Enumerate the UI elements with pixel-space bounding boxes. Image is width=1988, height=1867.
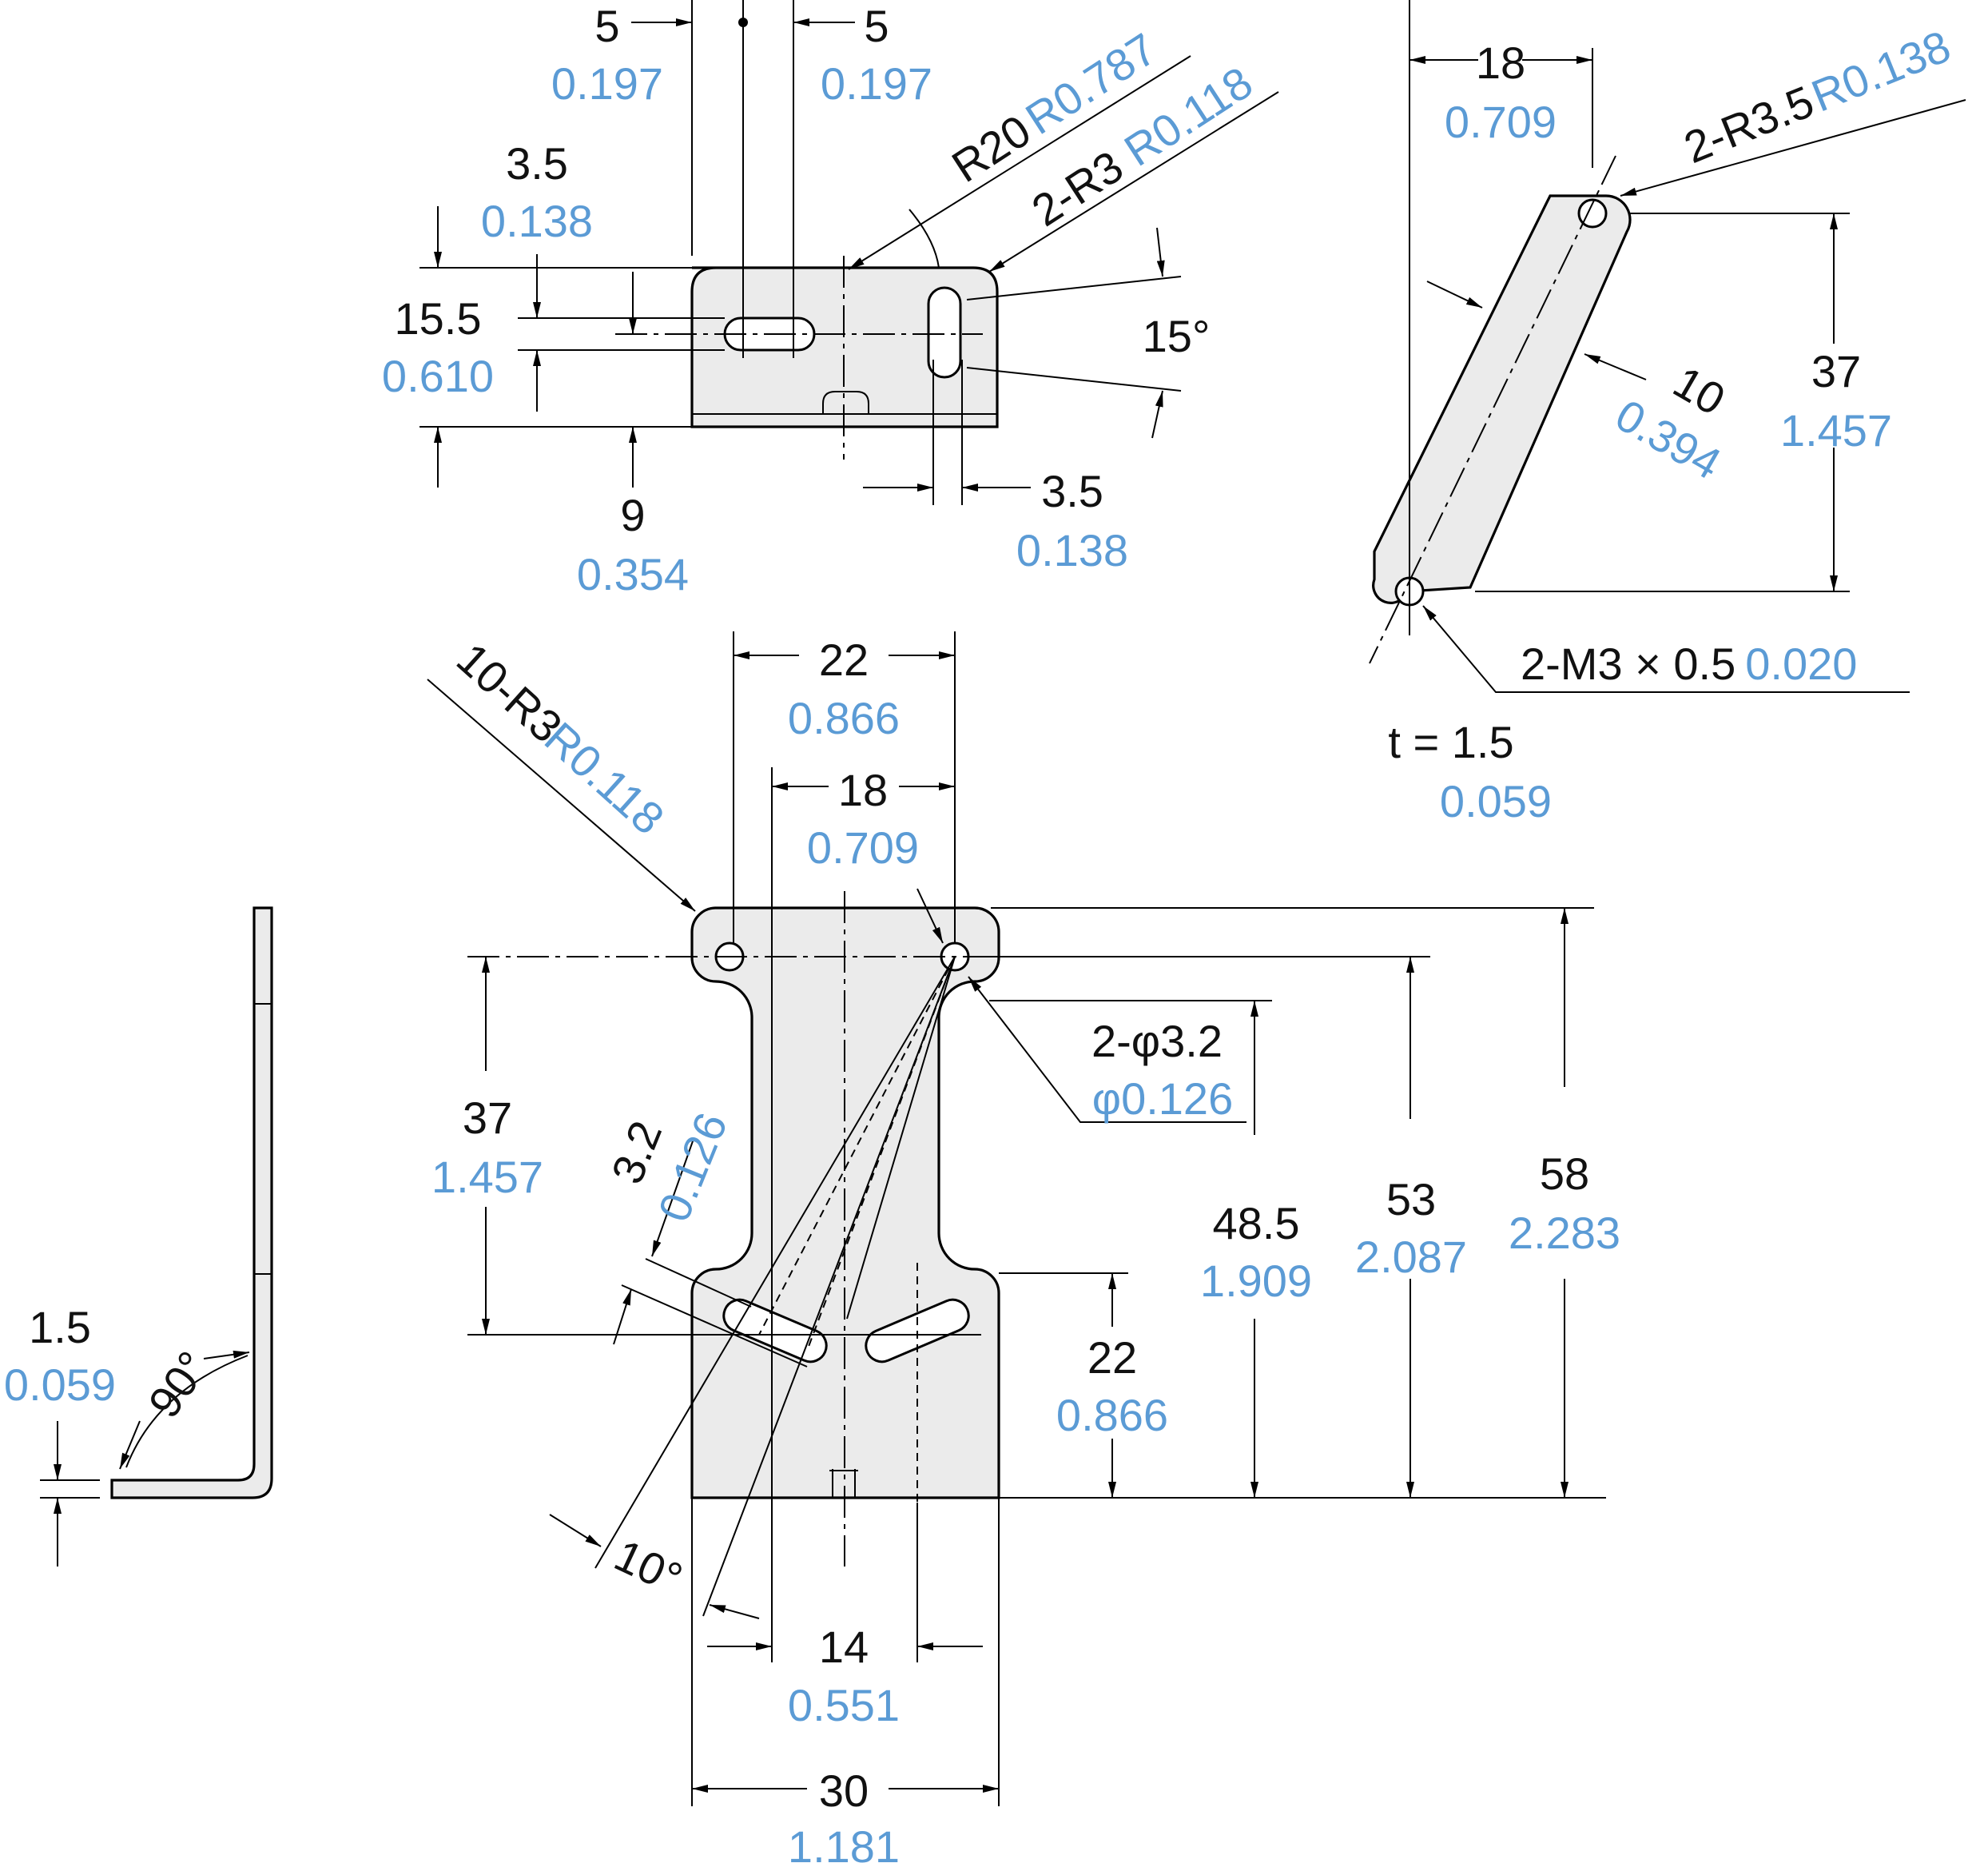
front-width-22-in: 0.866 xyxy=(788,693,900,743)
width-14: 14 xyxy=(819,1622,869,1672)
bend-thickness-in: 0.059 xyxy=(4,1359,116,1410)
dim-5-right-in: 0.197 xyxy=(821,58,932,109)
radius-20: R20 xyxy=(943,105,1039,192)
dim-3-5: 3.5 xyxy=(506,138,568,189)
bend-view: 1.5 0.059 90° xyxy=(4,906,273,1566)
front-radius-3-in: R0.118 xyxy=(535,712,674,844)
bend-thickness: 1.5 xyxy=(29,1302,91,1352)
side-height-37: 37 xyxy=(1811,346,1861,396)
height-22-right: 22 xyxy=(1087,1332,1137,1383)
height-48-5-in: 1.909 xyxy=(1200,1256,1312,1306)
dim-15-5: 15.5 xyxy=(395,293,482,344)
angle-10: 10° xyxy=(607,1530,690,1604)
side-view: 18 0.709 37 1.457 10 0.394 2-R3.5 R0.138… xyxy=(1369,0,1966,826)
top-view: 5 0.197 5 0.197 3.5 0.138 15.5 0.610 9 0… xyxy=(382,0,1279,599)
side-height-37-in: 1.457 xyxy=(1780,405,1892,456)
vertical-slot xyxy=(927,286,962,379)
side-radius-3-5: 2-R3.5 xyxy=(1677,76,1820,173)
height-48-5: 48.5 xyxy=(1213,1198,1300,1248)
slot-width-3-2-in: 0.126 xyxy=(648,1105,737,1228)
dim-5-right: 5 xyxy=(864,1,889,51)
dim-3-5-slot-in: 0.138 xyxy=(1016,525,1128,575)
side-radius-3-5-in: R0.138 xyxy=(1804,21,1957,121)
dim-5-left: 5 xyxy=(594,1,619,51)
height-53-in: 2.087 xyxy=(1355,1232,1467,1282)
front-height-37: 37 xyxy=(463,1093,512,1143)
dim-9: 9 xyxy=(620,490,645,540)
angle-15: 15° xyxy=(1143,311,1211,361)
dim-3-5-in: 0.138 xyxy=(481,196,593,246)
dim-5-left-in: 0.197 xyxy=(551,58,663,109)
height-58-in: 2.283 xyxy=(1509,1208,1620,1258)
side-view-body xyxy=(1372,194,1632,604)
front-width-22: 22 xyxy=(819,635,869,685)
side-width-18: 18 xyxy=(1476,38,1525,88)
side-hole-top xyxy=(1577,198,1608,229)
hole-callout: 2-φ3.2 xyxy=(1091,1016,1223,1066)
thickness-label-in: 0.059 xyxy=(1440,776,1552,826)
height-22-right-in: 0.866 xyxy=(1056,1390,1168,1440)
height-58: 58 xyxy=(1540,1148,1589,1199)
dim-15-5-in: 0.610 xyxy=(382,351,494,401)
dim-3-5-slot: 3.5 xyxy=(1041,466,1103,516)
bend-profile xyxy=(110,906,273,1499)
width-30-in: 1.181 xyxy=(788,1821,900,1867)
width-30: 30 xyxy=(819,1765,869,1816)
front-height-37-in: 1.457 xyxy=(431,1152,543,1202)
height-53: 53 xyxy=(1386,1174,1436,1224)
side-width-18-in: 0.709 xyxy=(1445,97,1557,147)
thickness-label: t = 1.5 xyxy=(1388,717,1513,767)
front-slot-left xyxy=(722,1298,828,1363)
front-width-18-in: 0.709 xyxy=(807,822,919,873)
bend-angle: 90° xyxy=(138,1342,218,1427)
hole-callout-in: φ0.126 xyxy=(1092,1073,1233,1124)
width-14-in: 0.551 xyxy=(788,1680,900,1730)
dim-9-in: 0.354 xyxy=(577,549,689,599)
radius-3-top: 2-R3 xyxy=(1023,141,1131,236)
front-width-18: 18 xyxy=(838,765,888,815)
